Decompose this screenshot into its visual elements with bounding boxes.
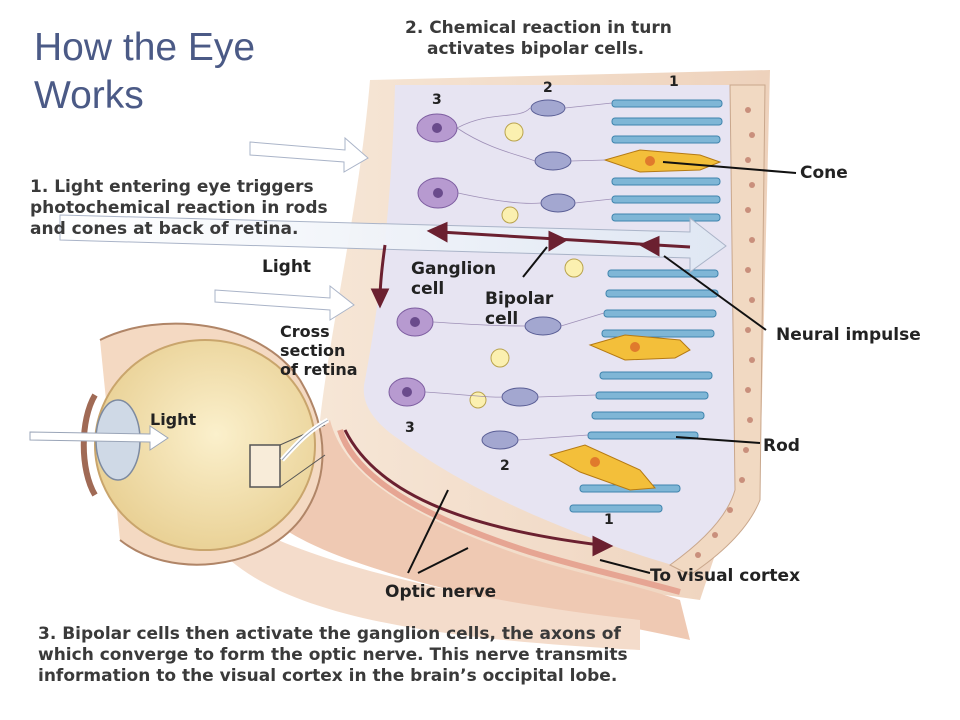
layer-number-bottom-1: 1 [604,512,614,528]
layer-number-top-1: 1 [669,74,679,90]
page-title: How the Eye Works [34,24,255,120]
caption-step-1: 1. Light entering eye triggers photochem… [30,177,328,240]
label-ganglion-line-2: cell [411,279,445,299]
caption-step-1-line-2: photochemical reaction in rods [30,198,328,218]
caption-step-2: 2. Chemical reaction in turn activates b… [405,18,672,60]
light-beam-arrow [59,214,727,273]
cones [548,149,722,491]
label-bipolar-cell: Bipolar cell [485,289,553,329]
label-cone: Cone [800,163,848,183]
layer-number-top-2: 2 [543,80,553,96]
label-cross-section-line-3: of retina [280,360,358,379]
label-bipolar-line-1: Bipolar [485,289,554,309]
label-cross-section: Cross section of retina [280,322,358,379]
label-bipolar-line-2: cell [485,309,519,329]
caption-step-3-line-2: which converge to form the optic nerve. … [38,645,628,665]
label-light-top: Light [262,257,312,277]
label-cross-section-line-1: Cross [280,322,330,341]
layer-number-top-3: 3 [432,92,442,108]
caption-step-1-line-1: 1. Light entering eye triggers [30,177,314,197]
label-ganglion-cell: Ganglion cell [411,259,496,299]
rods [569,99,723,513]
horizontal-cells [469,122,584,409]
caption-step-3: 3. Bipolar cells then activate the gangl… [38,624,628,687]
label-light-eye: Light [150,410,197,429]
title-line-1: How the Eye [34,26,256,69]
title-line-2: Works [34,74,144,117]
light-arrow-upper [249,136,369,173]
label-rod: Rod [763,436,800,456]
leader-lines [407,161,797,574]
caption-step-3-line-1: 3. Bipolar cells then activate the gangl… [38,624,621,644]
caption-step-2-line-2: activates bipolar cells. [427,39,645,59]
pigment-dots [695,107,755,558]
dendrites [424,102,613,441]
eyeball [80,322,326,566]
light-arrow-eye [29,425,169,451]
light-arrow-lower [214,284,355,321]
neural-impulse-arrows [343,221,691,557]
pigment-layer [669,84,766,576]
layer-number-bottom-3: 3 [405,420,415,436]
label-optic-nerve: Optic nerve [385,582,497,602]
layer-number-bottom-2: 2 [500,458,510,474]
label-ganglion-line-1: Ganglion [411,259,497,279]
optic-nerve-bundle [250,420,690,640]
label-visual-cortex: To visual cortex [650,566,801,586]
optic-nerve-lower [230,520,640,650]
label-neural-impulse: Neural impulse [776,325,921,345]
caption-step-3-line-3: information to the visual cortex in the … [38,666,618,686]
label-cross-section-line-2: section [280,341,346,360]
caption-step-2-line-1: 2. Chemical reaction in turn [405,18,672,38]
optic-nerve-inner [337,429,681,595]
caption-step-1-line-3: and cones at back of retina. [30,219,299,239]
